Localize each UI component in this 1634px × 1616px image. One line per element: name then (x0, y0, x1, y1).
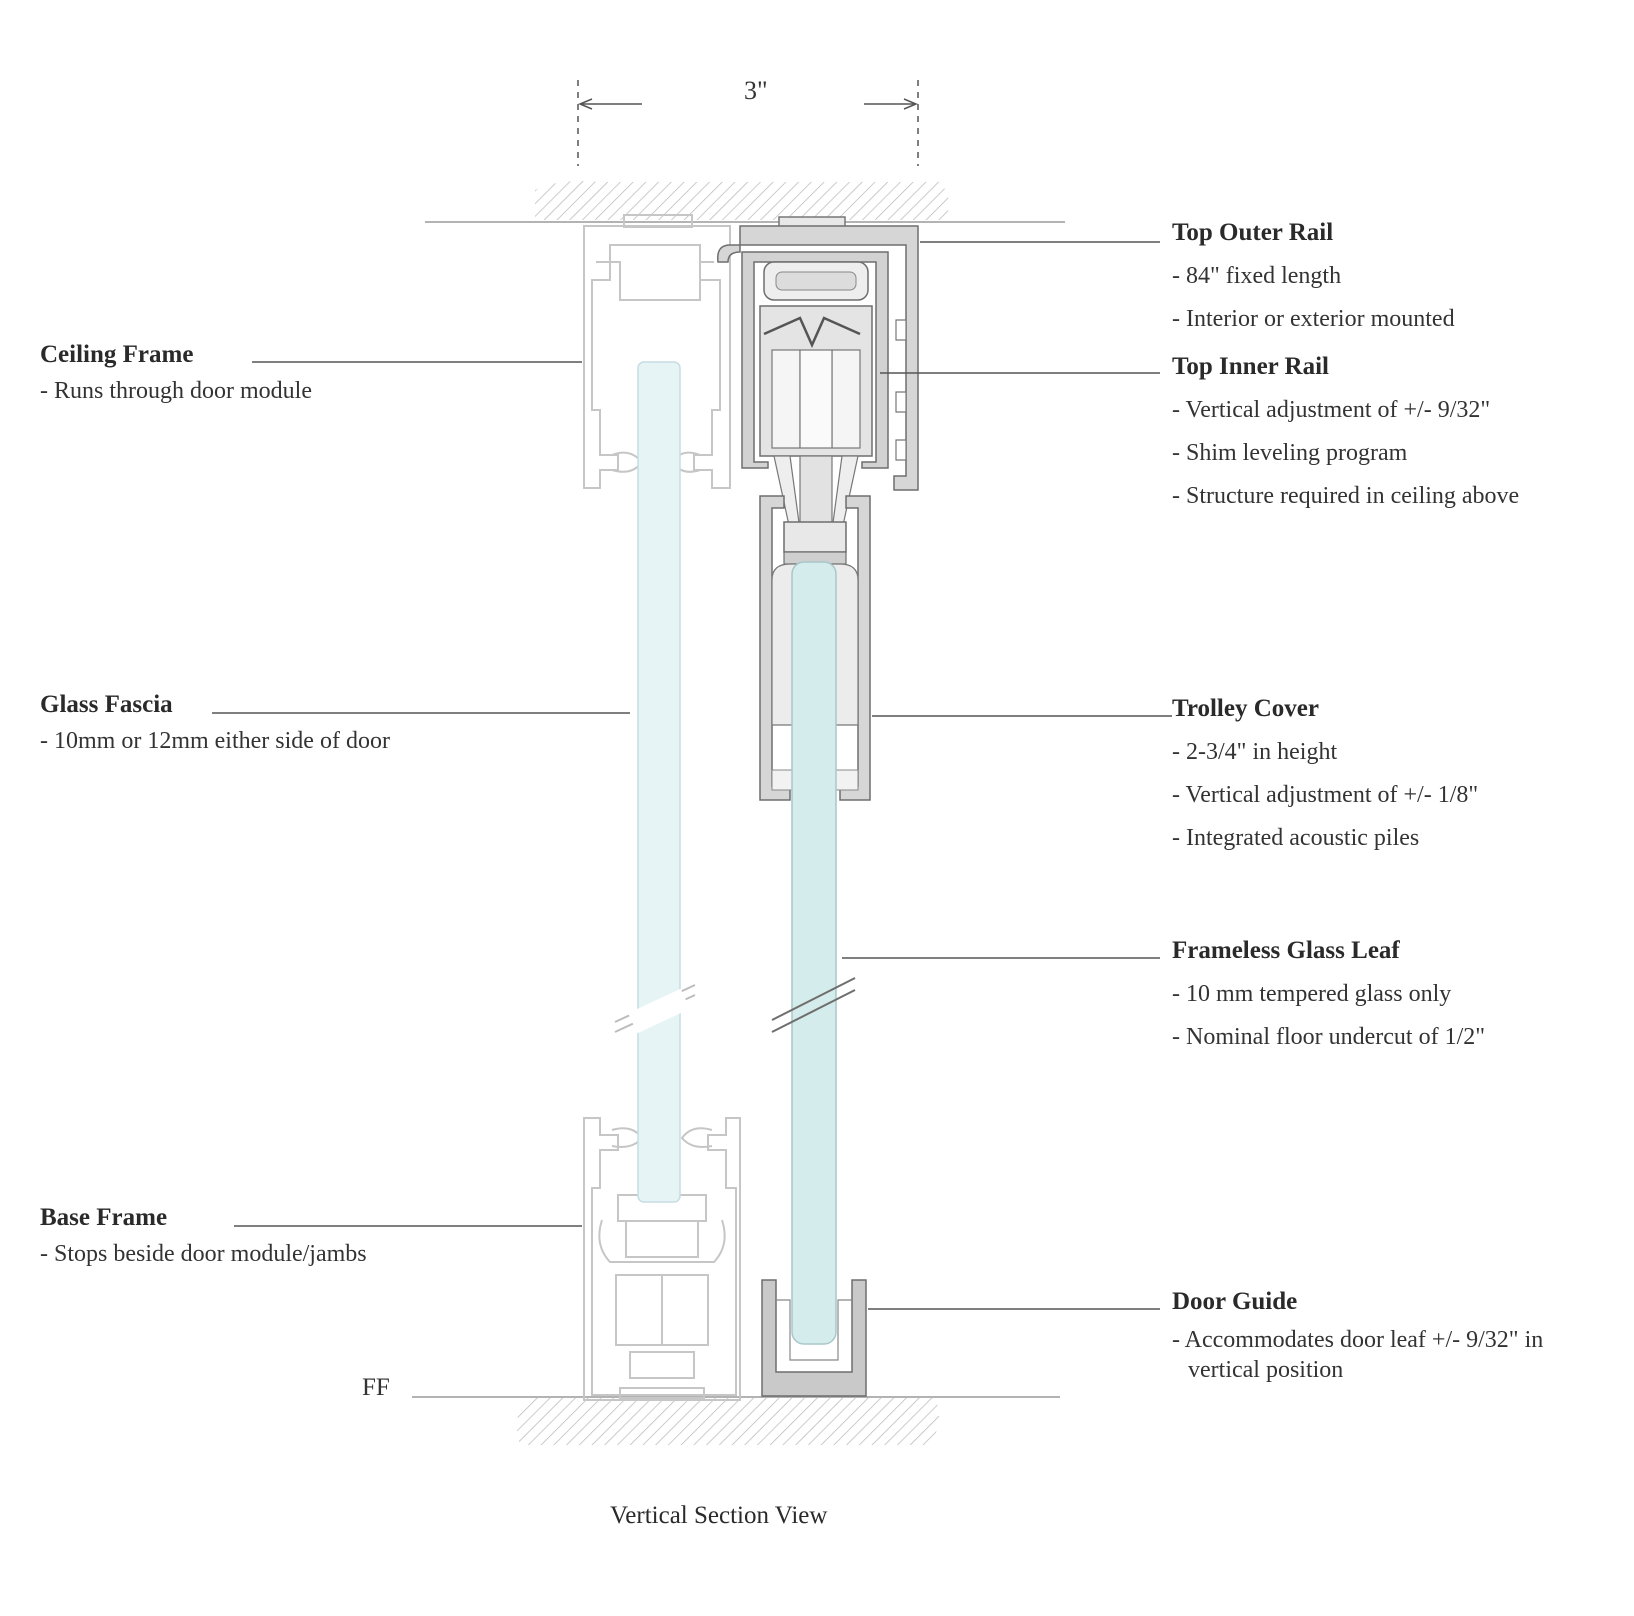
leader-lines-left (212, 361, 630, 1227)
callout-title: Ceiling Frame (40, 341, 194, 368)
top-inner-rail (741, 251, 889, 531)
callout-title: Trolley Cover (1172, 695, 1319, 722)
callout-line: - Nominal floor undercut of 1/2" (1172, 1024, 1486, 1050)
callout-top-outer-rail: Top Outer Rail - 84" fixed length - Inte… (1172, 218, 1455, 334)
top-outer-rail (717, 216, 919, 491)
callout-line: - Integrated acoustic piles (1172, 825, 1420, 851)
glass-fascia (614, 361, 696, 1203)
callout-base-frame: Base Frame - Stops beside door module/ja… (40, 1203, 367, 1269)
callout-title: Base Frame (40, 1204, 168, 1231)
callout-line: - Runs through door module (40, 378, 312, 404)
callout-frameless-glass-leaf: Frameless Glass Leaf - 10 mm tempered gl… (1172, 936, 1485, 1052)
callout-line: - Interior or exterior mounted (1172, 306, 1455, 332)
floor-slab (412, 1396, 1060, 1445)
base-frame (583, 1117, 741, 1401)
callout-line: - Structure required in ceiling above (1172, 483, 1520, 509)
dimension-label: 3" (744, 76, 768, 105)
callout-line: - 10 mm tempered glass only (1172, 981, 1452, 1007)
callout-title: Frameless Glass Leaf (1172, 937, 1400, 964)
callout-glass-fascia: Glass Fascia - 10mm or 12mm either side … (40, 690, 390, 756)
callout-line: - Vertical adjustment of +/- 1/8" (1172, 782, 1479, 808)
callout-line: - 10mm or 12mm either side of door (40, 728, 390, 754)
ceiling-slab (425, 181, 1065, 223)
leader-lines-right (842, 241, 1172, 1310)
callout-title: Top Outer Rail (1172, 219, 1334, 246)
callout-title: Top Inner Rail (1172, 353, 1330, 380)
callout-line: - 2-3/4" in height (1172, 739, 1338, 765)
door-guide (761, 1279, 867, 1397)
callout-line: - 84" fixed length (1172, 263, 1342, 289)
callout-line: - Stops beside door module/jambs (40, 1241, 367, 1267)
frameless-glass-leaf (771, 561, 856, 1345)
callout-line: - Shim leveling program (1172, 440, 1408, 466)
callout-ceiling-frame: Ceiling Frame - Runs through door module (40, 340, 312, 406)
callout-trolley-cover: Trolley Cover - 2-3/4" in height - Verti… (1172, 694, 1478, 853)
callout-title: Door Guide (1172, 1288, 1298, 1315)
floor-finish-label: FF (362, 1374, 390, 1401)
callout-line: - Vertical adjustment of +/- 9/32" (1172, 397, 1491, 423)
callout-top-inner-rail: Top Inner Rail - Vertical adjustment of … (1172, 352, 1519, 511)
callout-title: Glass Fascia (40, 691, 173, 718)
view-caption: Vertical Section View (610, 1502, 828, 1529)
callout-door-guide: Door Guide - Accommodates door leaf +/- … (1172, 1287, 1608, 1385)
dimension-3in (577, 80, 919, 166)
callout-line: - Accommodates door leaf +/- 9/32" in ve… (1172, 1327, 1544, 1383)
